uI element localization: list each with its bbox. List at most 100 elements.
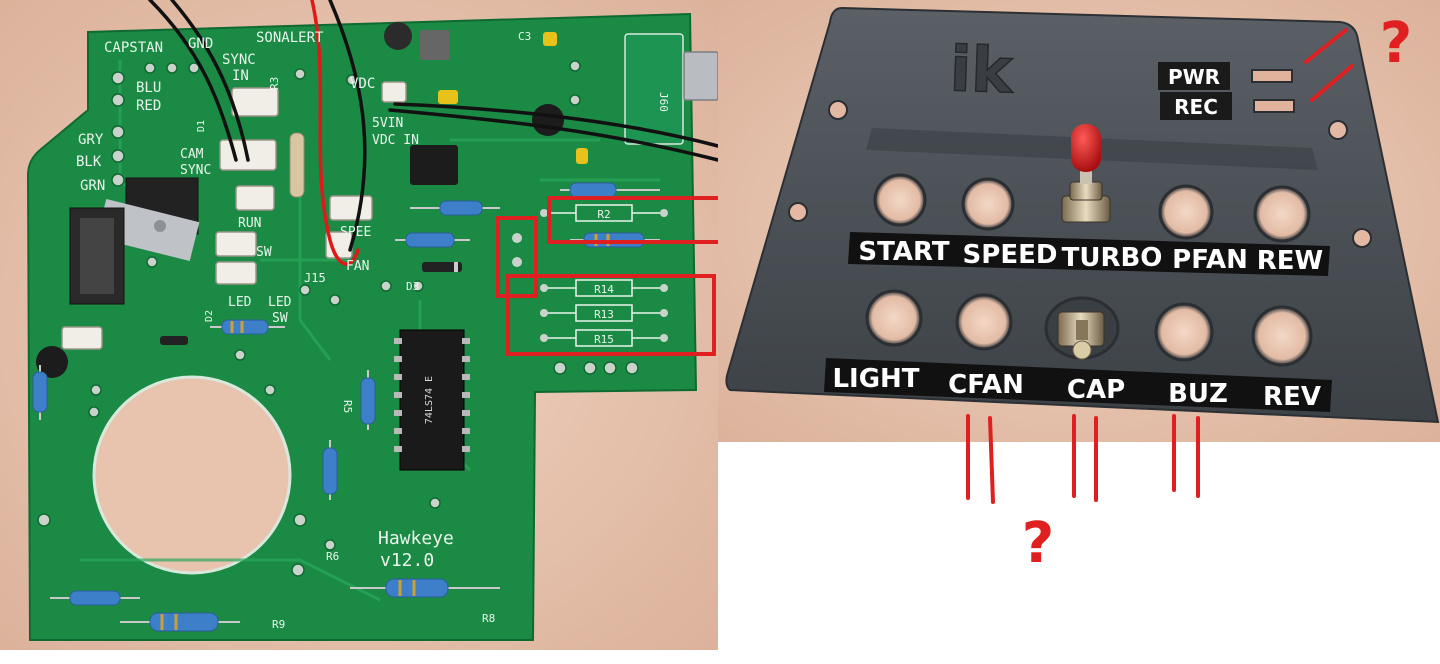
pcb-label-r8: R8 <box>482 612 495 625</box>
pcb-label-j15: J15 <box>304 271 326 285</box>
pcb-label-sync: SYNC <box>222 52 256 68</box>
label-light: LIGHT <box>832 364 919 394</box>
pcb-label-j60: J60 <box>657 92 670 112</box>
screw-hole <box>828 100 848 120</box>
bottom-label-strip <box>824 358 1332 412</box>
pcb-label-r13: R13 <box>594 308 614 321</box>
pcb-label-r2: R2 <box>597 208 610 221</box>
pcb-label-gnd: GND <box>188 36 213 52</box>
pcb-resistors <box>32 132 660 632</box>
pcb-label-in: IN <box>232 68 249 84</box>
rec-indicator-label-bg <box>1160 92 1232 120</box>
pcb-label-d3: D3 <box>406 280 419 293</box>
highlight-box-jumper <box>496 216 538 298</box>
turbo-toggle-switch <box>1061 124 1111 223</box>
label-speed: SPEED <box>963 240 1058 270</box>
rec-indicator-label: REC <box>1174 95 1218 119</box>
rev-switch-hole <box>1251 305 1313 367</box>
rec-led-slot <box>1253 99 1295 113</box>
pcb-label-cam: CAM <box>180 147 204 162</box>
pcb-capacitor-c3 <box>543 32 557 46</box>
pcb-label-r3: R3 <box>268 77 281 90</box>
pcb-label-speed: SPEE <box>340 225 371 240</box>
pcb-label-5vin: 5VIN <box>372 116 403 131</box>
pcb-label-r5: R5 <box>341 400 354 413</box>
highlight-box-r13-r15 <box>506 274 716 356</box>
pwr-led-slot <box>1251 69 1293 83</box>
pcb-label-c3: C3 <box>518 30 531 43</box>
annotation-line-cfan-2 <box>988 416 995 504</box>
pcb-dip-chip: 74LS74 E <box>394 329 470 471</box>
label-pfan: PFAN <box>1172 245 1248 275</box>
pcb-label-red: RED <box>136 98 161 114</box>
pcb-label-sonalert: SONALERT <box>256 30 324 46</box>
pcb-resistor-pads <box>512 209 668 342</box>
pcb-label-vdc-in: VDC IN <box>372 133 419 148</box>
panel-bottom-row-holes <box>865 289 1313 367</box>
label-cap: CAP <box>1067 375 1125 405</box>
pcb-label-grn: GRN <box>80 178 105 194</box>
label-buz: BUZ <box>1168 379 1228 409</box>
label-turbo: TURBO <box>1062 243 1163 273</box>
pcb-cutout-hole <box>92 375 292 575</box>
light-switch-hole <box>865 289 923 347</box>
cfan-switch-hole <box>955 293 1013 351</box>
panel-screw-holes <box>788 100 1372 248</box>
start-switch-hole <box>873 173 927 227</box>
screw-hole <box>1328 120 1348 140</box>
panel-logo: ik <box>949 32 1016 107</box>
buz-switch-hole <box>1154 302 1214 362</box>
pcb-label-r14: R14 <box>594 283 614 296</box>
pcb-resistor-footprints <box>544 204 664 347</box>
pcb-label-sw2: SW <box>272 311 288 326</box>
pcb-voltage-regulator <box>96 177 200 262</box>
panel-top-row-holes <box>873 173 1311 243</box>
annotation-slash-rec <box>1310 64 1354 102</box>
pcb-pads <box>37 44 646 577</box>
pcb-label-r9: R9 <box>272 618 285 631</box>
pfan-switch-hole <box>1158 184 1214 240</box>
label-start: START <box>858 237 949 267</box>
pcb-label-capstan: CAPSTAN <box>104 40 163 56</box>
pcb-capacitor-small <box>576 148 588 164</box>
red-annotations <box>966 28 1354 504</box>
pcb-photo: 74LS74 E <box>0 0 729 650</box>
question-mark-top: ? <box>1380 11 1412 76</box>
pcb-label-led2: LED <box>268 295 292 310</box>
pcb-wires <box>148 0 720 266</box>
label-rev: REV <box>1263 382 1321 412</box>
pcb-board-title: Hawkeye <box>378 528 454 549</box>
pcb-label-fan: FAN <box>346 259 369 274</box>
pwr-indicator-label: PWR <box>1168 65 1220 89</box>
pcb-label-d2: D2 <box>204 310 215 322</box>
pcb-label-d1: D1 <box>196 120 207 132</box>
pcb-silkscreen: CAPSTAN GND SONALERT SYNC IN VDC C3 J60 … <box>76 30 670 631</box>
pcb-label-blk: BLK <box>76 154 102 170</box>
screw-hole <box>1352 228 1372 248</box>
pcb-label-led: LED <box>228 295 252 310</box>
pcb-label-blu: BLU <box>136 80 161 96</box>
annotation-slash-pwr <box>1304 28 1348 64</box>
pcb-label-vdc: VDC <box>350 76 375 92</box>
pcb-board-version: v12.0 <box>380 550 434 571</box>
pwr-indicator-label-bg <box>1158 62 1230 90</box>
pcb-label-r15: R15 <box>594 333 614 346</box>
screw-hole <box>788 202 808 222</box>
pcb-capacitor <box>438 90 458 104</box>
pcb-chip-marking: 74LS74 E <box>424 376 435 424</box>
pcb-label-cam-sync: SYNC <box>180 163 211 178</box>
top-label-strip <box>848 232 1330 276</box>
rew-switch-hole <box>1253 185 1311 243</box>
speed-switch-hole <box>961 177 1015 231</box>
pcb-transistors <box>36 22 564 378</box>
pcb-label-run: RUN <box>238 216 261 231</box>
pcb-sd-card-socket <box>80 218 114 294</box>
label-cfan: CFAN <box>948 370 1024 400</box>
pcb-label-sw: SW <box>256 245 272 260</box>
pcb-label-gry: GRY <box>78 132 104 148</box>
label-rew: REW <box>1257 246 1323 276</box>
cap-toggle-switch <box>1044 296 1120 360</box>
question-mark-bottom: ? <box>1022 511 1054 576</box>
panel-photo: ik PWR REC START SPEED TURBO PFAN REW <box>718 0 1440 576</box>
